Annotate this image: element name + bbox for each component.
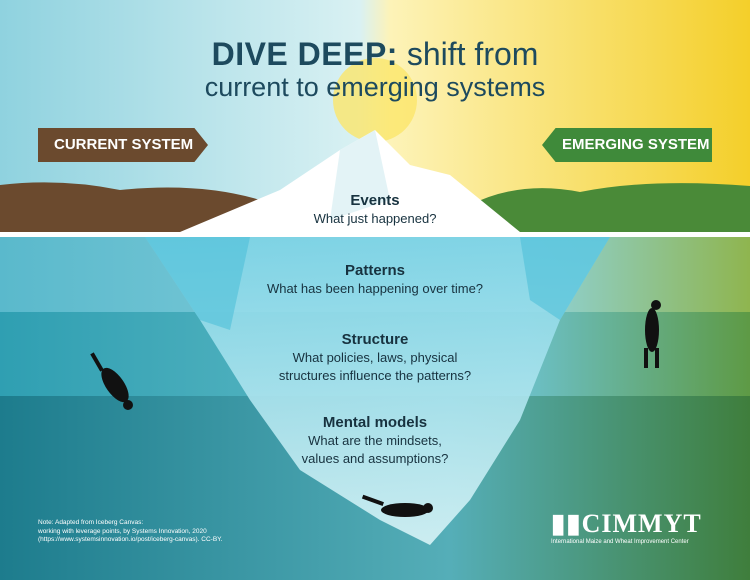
cimmyt-logo: ▮▮CIMMYT International Maize and Wheat I… [551, 509, 702, 545]
note-line: Note: Adapted from Iceberg Canvas: [38, 519, 144, 526]
emerging-land [460, 183, 750, 232]
title-line-1: DIVE DEEP: shift from [0, 36, 750, 73]
level-question: What has been happening over time? [266, 281, 484, 296]
iceberg-underwater [145, 237, 610, 545]
title-bold: DIVE DEEP: [211, 36, 398, 72]
title-rest: shift from [397, 36, 539, 72]
logo-subtitle: International Maize and Wheat Improvemen… [551, 539, 689, 545]
note-line: working with leverage points, by Systems… [38, 527, 207, 535]
current-system-banner: CURRENT SYSTEM [38, 128, 208, 162]
level-heading: Mental models [322, 414, 428, 431]
title-line-2: current to emerging systems [204, 72, 546, 102]
emerging-system-banner: EMERGING SYSTEM [542, 128, 712, 162]
sun-icon [333, 58, 417, 142]
source-note: Note: Adapted from Iceberg Canvas: worki… [38, 519, 222, 545]
level-heading: Patterns [344, 262, 406, 279]
level-question: What are the mindsets, [308, 433, 442, 448]
level-heading: Events [350, 192, 400, 209]
diver-icon [644, 300, 661, 368]
level-heading: Structure [341, 331, 409, 348]
note-line: (https://www.systemsinnovation.io/post/i… [38, 536, 223, 543]
level-structure: Structure What policies, laws, physical … [0, 331, 750, 385]
level-mental-models: Mental models What are the mindsets, val… [0, 414, 750, 468]
level-question: structures influence the patterns? [278, 368, 472, 383]
level-question: What just happened? [313, 211, 437, 226]
wheat-icon: ▮▮ [551, 509, 582, 538]
level-question: What policies, laws, physical [292, 350, 458, 365]
diver-icon [361, 494, 433, 517]
level-patterns: Patterns What has been happening over ti… [0, 262, 750, 298]
level-events: Events What just happened? [0, 192, 750, 228]
level-question: values and assumptions? [301, 451, 449, 466]
logo-name: CIMMYT [581, 509, 702, 538]
diver-icon [90, 352, 133, 410]
